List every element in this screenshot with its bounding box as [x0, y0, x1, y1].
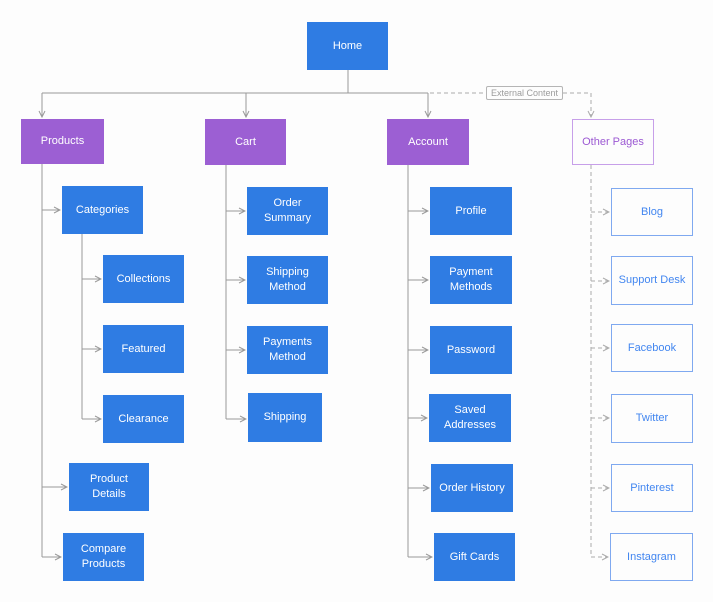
node-clearance[interactable]: Clearance — [103, 395, 184, 443]
node-pinterest[interactable]: Pinterest — [611, 464, 693, 512]
node-payment-methods[interactable]: Payment Methods — [430, 256, 512, 304]
node-compare-products[interactable]: Compare Products — [63, 533, 144, 581]
node-twitter[interactable]: Twitter — [611, 394, 693, 443]
node-profile[interactable]: Profile — [430, 187, 512, 235]
connector-arrow-other-pages — [563, 92, 591, 117]
node-support-desk[interactable]: Support Desk — [611, 256, 693, 305]
node-other-pages[interactable]: Other Pages — [572, 119, 654, 165]
node-blog[interactable]: Blog — [611, 188, 693, 236]
node-facebook[interactable]: Facebook — [611, 324, 693, 372]
node-categories[interactable]: Categories — [62, 186, 143, 234]
node-gift-cards[interactable]: Gift Cards — [434, 533, 515, 581]
node-cart[interactable]: Cart — [205, 119, 286, 165]
node-account[interactable]: Account — [387, 119, 469, 165]
node-products[interactable]: Products — [21, 119, 104, 164]
node-order-summary[interactable]: Order Summary — [247, 187, 328, 235]
node-order-history[interactable]: Order History — [431, 464, 513, 512]
node-shipping-method[interactable]: Shipping Method — [247, 256, 328, 304]
node-featured[interactable]: Featured — [103, 325, 184, 373]
node-instagram[interactable]: Instagram — [610, 533, 693, 581]
node-password[interactable]: Password — [430, 326, 512, 374]
node-saved-addresses[interactable]: Saved Addresses — [429, 394, 511, 442]
node-home[interactable]: Home — [307, 22, 388, 70]
node-collections[interactable]: Collections — [103, 255, 184, 303]
node-product-details[interactable]: Product Details — [69, 463, 149, 511]
node-payments-method[interactable]: Payments Method — [247, 326, 328, 374]
node-shipping[interactable]: Shipping — [248, 393, 322, 442]
external-content-label: External Content — [486, 86, 564, 100]
